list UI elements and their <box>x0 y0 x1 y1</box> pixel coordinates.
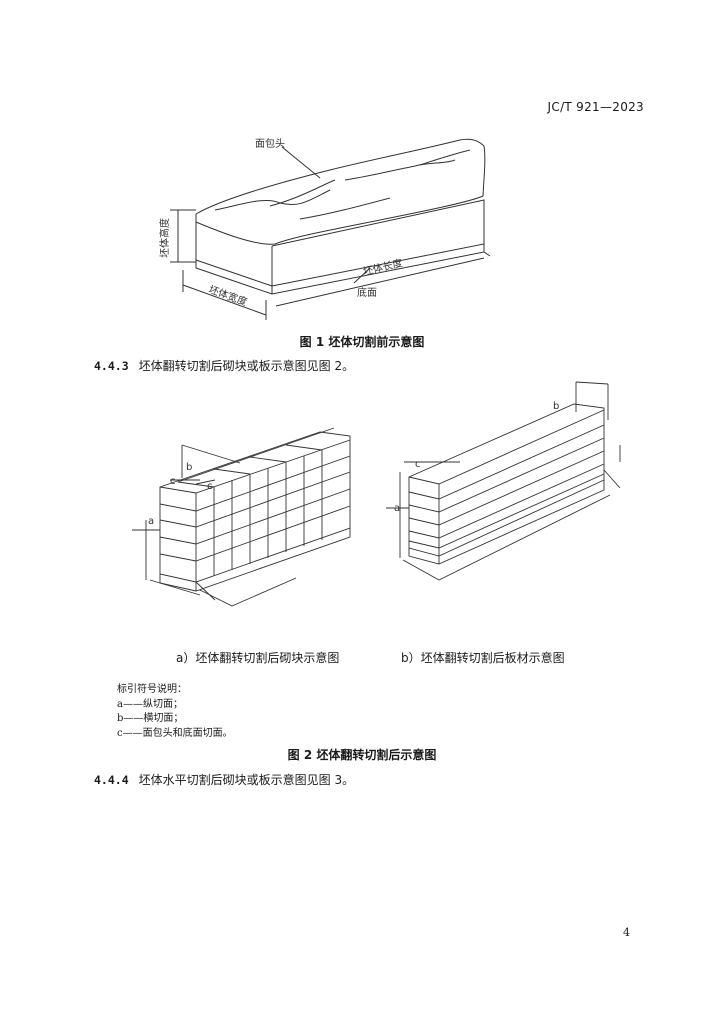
mark-b: b <box>553 401 559 412</box>
figure-2b-caption: b）坯体翻转切割后板材示意图 <box>401 651 565 665</box>
clause-number: 4.4.3 <box>94 359 129 373</box>
mark-c: c <box>170 476 176 487</box>
mark-c: c <box>207 481 213 492</box>
label-bread-head: 面包头 <box>255 137 285 150</box>
figure-1-caption: 图 1 坯体切割前示意图 <box>299 335 425 349</box>
document-code: JC/T 921—2023 <box>547 100 644 114</box>
figure-2a-caption: a）坯体翻转切割后砌块示意图 <box>176 651 340 665</box>
clause-4-4-4: 4.4.4 坯体水平切割后砌块或板示意图见图 3。 <box>94 771 354 788</box>
figure-2-legend: 标引符号说明： a——纵切面； b——横切面； c——面包头和底面切面。 <box>117 683 233 741</box>
figure-2a-drawing: a b c c <box>132 427 351 607</box>
mark-a: a <box>394 503 400 514</box>
clause-number: 4.4.4 <box>94 773 129 787</box>
legend-item-b: b——横切面； <box>117 713 184 724</box>
figure-2-caption: 图 2 坯体翻转切割后示意图 <box>287 748 437 762</box>
figure-2b-drawing: a b c <box>386 381 621 581</box>
label-bottom: 底面 <box>357 286 377 299</box>
label-height: 坯体高度 <box>158 218 171 258</box>
mark-c: c <box>415 459 421 470</box>
legend-item-a: a——纵切面； <box>117 698 183 710</box>
bread-head-surface <box>195 138 486 245</box>
label-width: 坯体宽度 <box>207 283 249 309</box>
page-number: 4 <box>623 926 630 939</box>
clause-text: 坯体水平切割后砌块或板示意图见图 3。 <box>138 773 355 787</box>
clause-text: 坯体翻转切割后砌块或板示意图见图 2。 <box>138 359 355 373</box>
clause-4-4-3: 4.4.3 坯体翻转切割后砌块或板示意图见图 2。 <box>94 357 354 374</box>
mark-a: a <box>148 516 154 527</box>
legend-title: 标引符号说明： <box>117 684 187 695</box>
mark-b: b <box>186 462 192 473</box>
label-length: 坯体长度 <box>362 256 404 278</box>
figure-1-drawing: 面包头 坯体高度 坯体长度 坯体宽度 底面 <box>158 137 491 320</box>
legend-item-c: c——面包头和底面切面。 <box>117 727 233 739</box>
